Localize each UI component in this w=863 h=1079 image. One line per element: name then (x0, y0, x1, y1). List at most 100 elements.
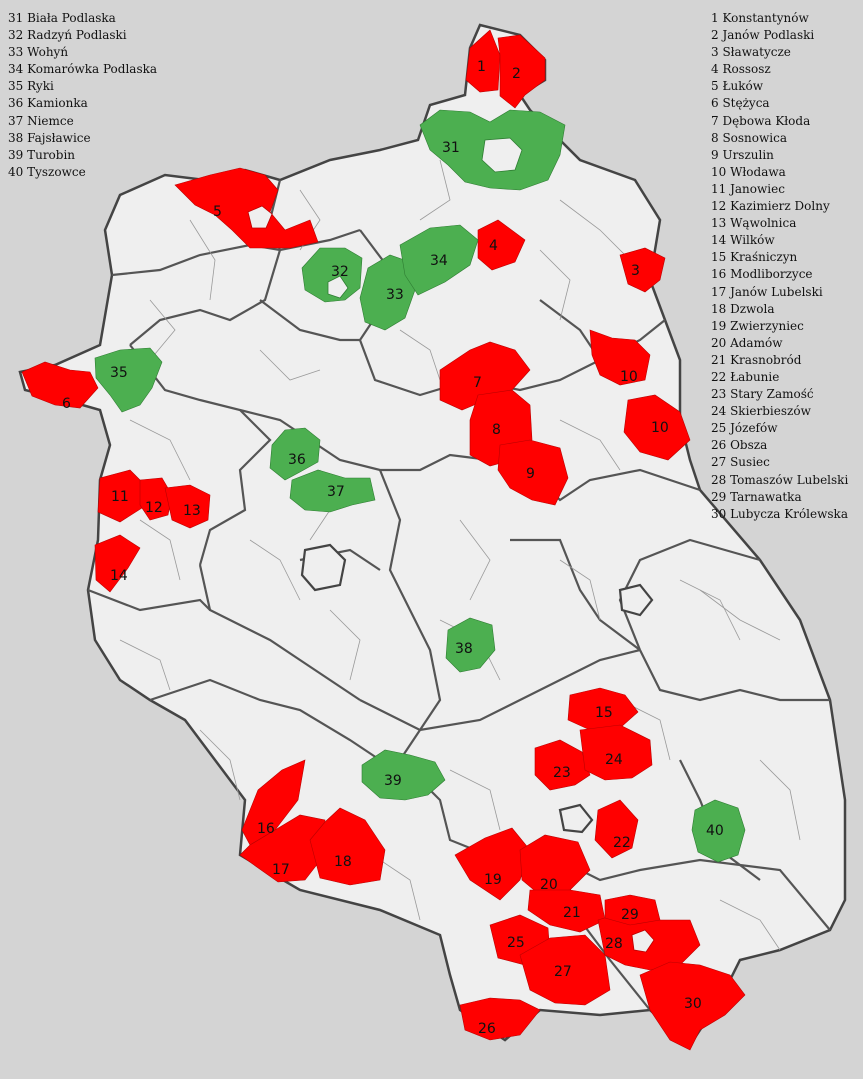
commune-22[interactable] (594, 799, 639, 859)
commune-3[interactable] (619, 247, 666, 293)
legend-entry: 11 Janowiec (711, 181, 785, 196)
commune-9[interactable] (497, 439, 569, 506)
label-40: 40 (706, 823, 724, 839)
legend-entry: 36 Kamionka (8, 96, 88, 111)
commune-13[interactable] (164, 484, 211, 529)
commune-36[interactable] (269, 427, 321, 481)
label-17: 17 (272, 862, 290, 878)
legend-entry: 40 Tyszowce (8, 164, 86, 179)
legend-entry: 30 Lubycza Królewska (711, 506, 848, 521)
commune-17[interactable] (239, 814, 326, 883)
label-30: 30 (684, 996, 702, 1012)
commune-boundaries (119, 159, 801, 951)
legend-entry: 28 Tomaszów Lubelski (711, 472, 849, 487)
commune-20[interactable] (519, 834, 591, 896)
label-5: 5 (213, 204, 222, 220)
label-4: 4 (489, 238, 498, 254)
label-21: 21 (563, 905, 581, 921)
label-39: 39 (384, 773, 402, 789)
commune-24[interactable] (579, 724, 653, 781)
commune-2[interactable] (497, 34, 546, 109)
commune-16[interactable] (241, 759, 306, 846)
legend-entry: 18 Dzwola (711, 301, 775, 316)
legend-entry: 39 Turobin (8, 147, 76, 162)
commune-33[interactable] (359, 254, 416, 331)
legend-entry: 23 Stary Zamość (711, 387, 814, 402)
commune-39[interactable] (361, 749, 446, 801)
legend-entry: 3 Sławatycze (711, 45, 791, 60)
legend-entry: 29 Tarnawatka (711, 489, 802, 504)
label-18: 18 (334, 854, 352, 870)
label-15: 15 (595, 705, 613, 721)
commune-35[interactable] (94, 347, 163, 413)
legend-entry: 21 Krasnobród (711, 352, 802, 367)
commune-26[interactable] (459, 997, 541, 1041)
label-31: 31 (442, 140, 460, 156)
legend-entry: 20 Adamów (711, 335, 783, 350)
commune-30[interactable] (639, 961, 746, 1051)
label-22: 22 (613, 835, 631, 851)
legend-entry: 10 Włodawa (711, 164, 786, 179)
legend-entry: 12 Kazimierz Dolny (711, 199, 830, 214)
commune-15[interactable] (567, 687, 639, 731)
legend-entry: 25 Józefów (711, 421, 778, 436)
label-33: 33 (386, 287, 404, 303)
legend-entry: 31 Biała Podlaska (8, 11, 116, 25)
label-27: 27 (554, 964, 572, 980)
label-35: 35 (110, 365, 128, 381)
label-9: 9 (526, 466, 535, 482)
label-32: 32 (331, 264, 349, 280)
label-10b: 10 (651, 420, 669, 436)
label-36: 36 (288, 452, 306, 468)
label-25: 25 (507, 935, 525, 951)
legend-entry: 5 Łuków (711, 79, 763, 94)
legend-entry: 13 Wąwolnica (711, 216, 797, 231)
commune-10a[interactable] (589, 329, 651, 386)
legend-entry: 17 Janów Lubelski (711, 284, 823, 299)
commune-38[interactable] (445, 617, 496, 673)
legend-entry: 19 Zwierzyniec (711, 318, 804, 333)
commune-10b[interactable] (623, 394, 691, 461)
commune-5[interactable] (174, 167, 319, 249)
label-37: 37 (327, 484, 345, 500)
commune-29[interactable] (604, 894, 661, 926)
commune-14[interactable] (94, 534, 141, 593)
commune-27[interactable] (519, 934, 611, 1006)
commune-21[interactable] (527, 889, 606, 933)
label-6: 6 (62, 396, 71, 412)
legend-entry: 22 Łabunie (711, 369, 780, 384)
label-20: 20 (540, 877, 558, 893)
commune-12[interactable] (139, 477, 173, 521)
legend-entry: 2 Janów Podlaski (711, 28, 815, 43)
commune-34[interactable] (399, 224, 479, 296)
commune-labels: 1 2 3 4 5 6 7 8 9 10 10 11 12 13 14 15 1… (62, 59, 724, 1037)
legend-red-communes: 1 Konstantynów 2 Janów Podlaski 3 Sławatyc… (711, 10, 848, 523)
label-29: 29 (621, 907, 639, 923)
commune-18[interactable] (309, 807, 386, 886)
legend-entry: 14 Wilków (711, 233, 775, 248)
label-3: 3 (631, 263, 640, 279)
legend-entry: 26 Obsza (711, 438, 768, 453)
commune-4[interactable] (477, 219, 526, 271)
label-12: 12 (145, 500, 163, 516)
legend-entry: 4 Rossosz (711, 62, 771, 77)
legend-entry: 35 Ryki (8, 79, 54, 94)
label-28: 28 (605, 936, 623, 952)
commune-40[interactable] (691, 799, 746, 863)
legend-entry: 8 Sosnowica (711, 130, 787, 145)
legend-entry: 7 Dębowa Kłoda (711, 113, 811, 128)
label-7: 7 (473, 375, 482, 391)
label-24: 24 (605, 752, 623, 768)
legend-entry: 27 Susiec (711, 455, 770, 470)
legend-entry: 1 Konstantynów (711, 11, 809, 25)
legend-entry: 6 Stężyca (711, 96, 770, 111)
commune-23[interactable] (534, 739, 591, 791)
commune-6[interactable] (21, 361, 99, 409)
legend-entry: 24 Skierbieszów (711, 404, 811, 419)
label-8: 8 (492, 422, 501, 438)
commune-7[interactable] (439, 341, 531, 411)
commune-1[interactable] (465, 29, 501, 93)
commune-37[interactable] (289, 469, 376, 513)
